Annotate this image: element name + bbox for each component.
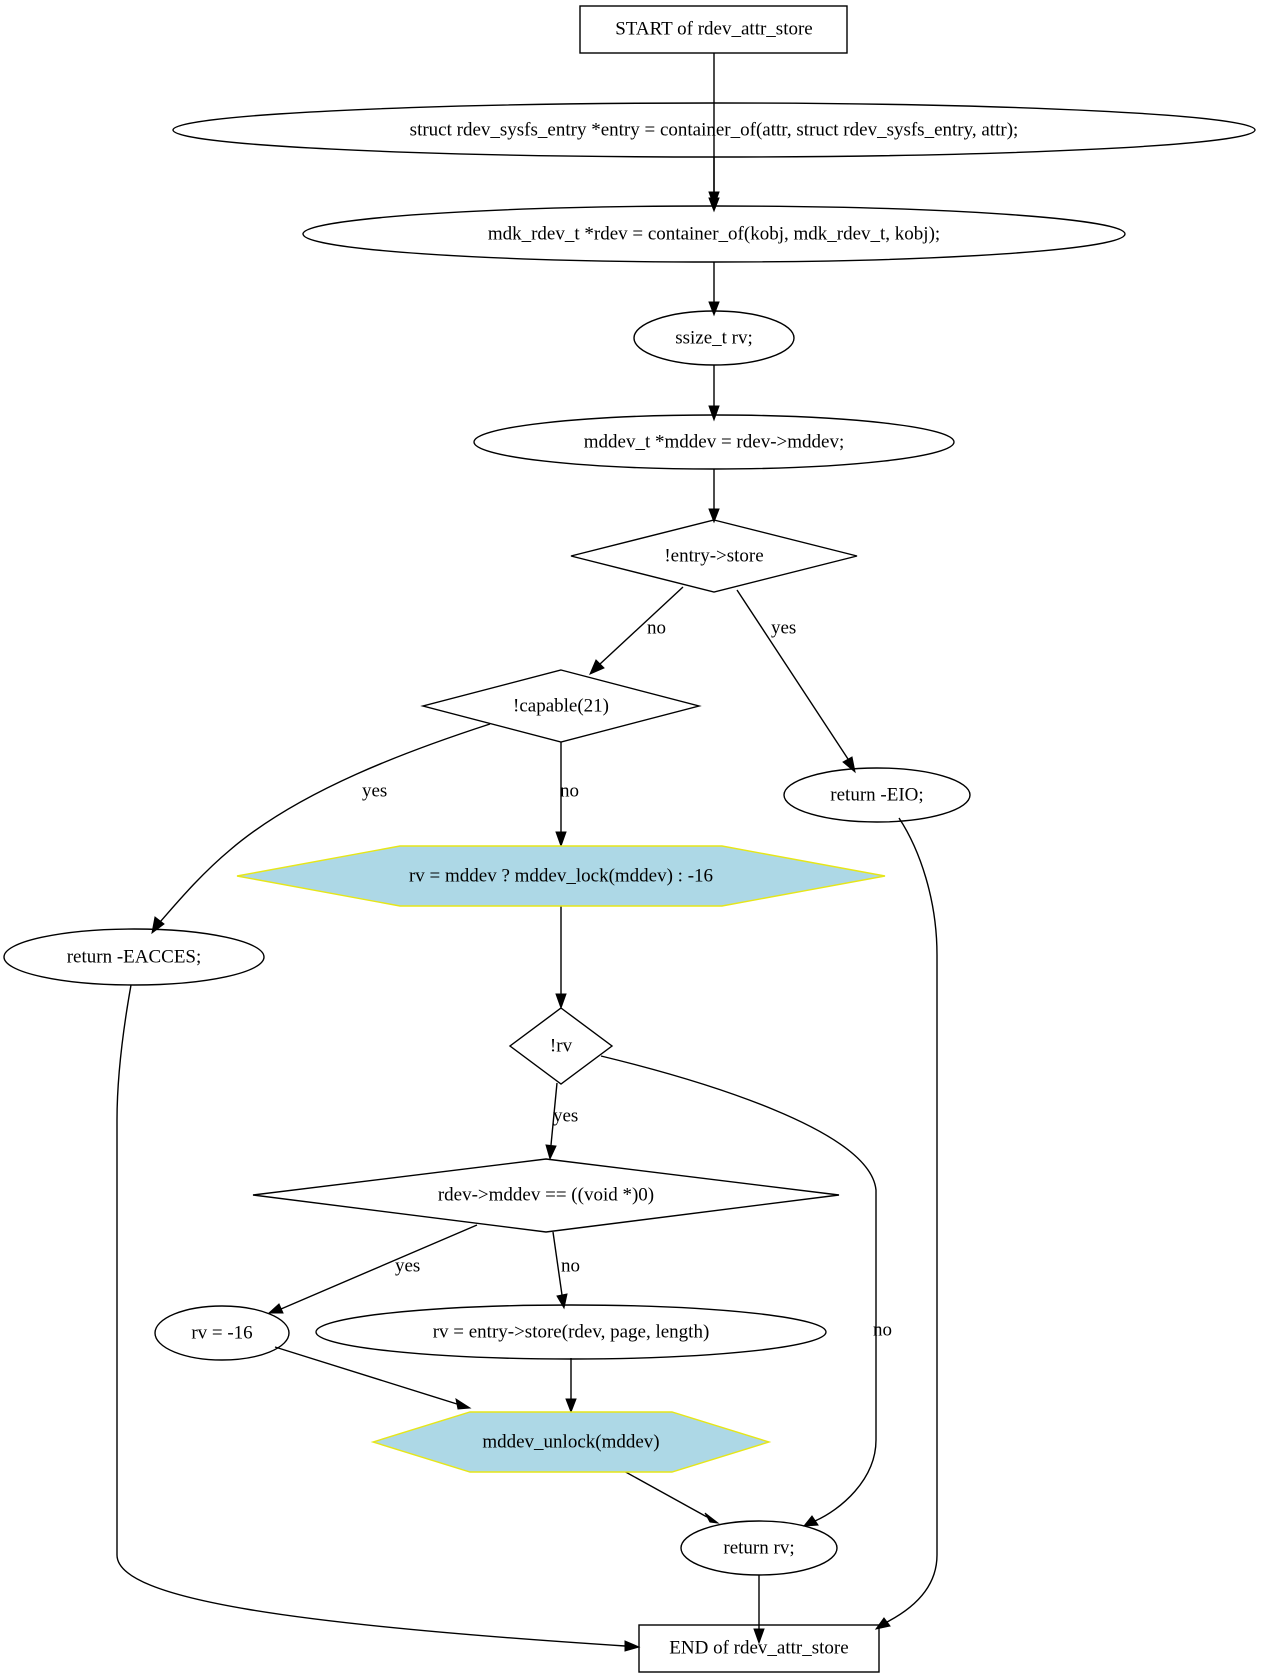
node-end[interactable]: END of rdev_attr_store (638, 1624, 880, 1673)
node-ret-rv-label: return rv; (723, 1538, 794, 1559)
edge-entry-to-rdev (708, 157, 720, 213)
node-ret-rv[interactable]: return rv; (680, 1520, 838, 1576)
node-rv-decl[interactable]: ssize_t rv; (633, 310, 795, 366)
node-cond-rv-label: !rv (550, 1036, 573, 1057)
edge-eio-to-end (874, 817, 938, 1630)
edge-mddev-to-store (708, 469, 720, 524)
node-unlock[interactable]: mddev_unlock(mddev) (370, 1411, 772, 1473)
edge-rdev-to-rv (708, 262, 720, 317)
node-cond-rv[interactable]: !rv (508, 1007, 614, 1085)
edge-label-null-no: no (561, 1256, 580, 1277)
edge-label-rv-no: no (873, 1320, 892, 1341)
node-mddev-decl[interactable]: mddev_t *mddev = rdev->mddev; (473, 414, 955, 470)
node-lock[interactable]: rv = mddev ? mddev_lock(mddev) : -16 (236, 845, 886, 907)
node-end-label: END of rdev_attr_store (669, 1638, 848, 1659)
edge-store-to-unlock (565, 1358, 577, 1414)
node-cond-null[interactable]: rdev->mddev == ((void *)0) (252, 1158, 840, 1233)
edge-labels: no yes yes no yes no yes no (362, 618, 892, 1341)
edge-label-null-yes: yes (395, 1256, 420, 1277)
node-start[interactable]: START of rdev_attr_store (579, 5, 848, 54)
edge-null-yes (267, 1224, 478, 1314)
node-rdev-decl[interactable]: mdk_rdev_t *rdev = container_of(kobj, md… (302, 205, 1126, 263)
node-entry-decl[interactable]: struct rdev_sysfs_entry *entry = contain… (172, 102, 1256, 158)
node-entry-decl-label: struct rdev_sysfs_entry *entry = contain… (410, 120, 1019, 141)
node-rv-decl-label: ssize_t rv; (675, 328, 753, 349)
node-ret-eio-label: return -EIO; (830, 785, 923, 806)
edge-label-store-yes: yes (771, 618, 796, 639)
edge-eacces-to-end (116, 984, 641, 1652)
node-ret-eacces[interactable]: return -EACCES; (3, 928, 265, 986)
edge-label-capable-yes: yes (362, 781, 387, 802)
node-cond-store-label: !entry->store (664, 546, 763, 567)
node-cond-capable-label: !capable(21) (513, 696, 609, 717)
node-lock-label: rv = mddev ? mddev_lock(mddev) : -16 (409, 866, 713, 887)
node-ret-eacces-label: return -EACCES; (67, 947, 202, 968)
node-cond-store[interactable]: !entry->store (570, 519, 858, 593)
edge-ret-to-end (753, 1575, 765, 1645)
edge-rv-yes (545, 1082, 558, 1161)
edge-store-no (589, 586, 684, 675)
node-start-label: START of rdev_attr_store (615, 19, 813, 40)
edge-label-store-no: no (647, 618, 666, 639)
node-rv-busy[interactable]: rv = -16 (154, 1305, 290, 1361)
edge-capable-no (555, 742, 567, 848)
node-cond-capable[interactable]: !capable(21) (420, 669, 702, 743)
edge-label-capable-no: no (560, 781, 579, 802)
edge-busy-to-unlock (274, 1346, 472, 1410)
node-ret-eio[interactable]: return -EIO; (783, 767, 971, 823)
node-rdev-decl-label: mdk_rdev_t *rdev = container_of(kobj, md… (488, 224, 940, 245)
node-unlock-label: mddev_unlock(mddev) (482, 1432, 659, 1453)
node-mddev-decl-label: mddev_t *mddev = rdev->mddev; (584, 432, 844, 453)
edge-lock-to-rv (555, 906, 567, 1010)
node-rv-store[interactable]: rv = entry->store(rdev, page, length) (315, 1304, 827, 1360)
node-rv-store-label: rv = entry->store(rdev, page, length) (433, 1322, 710, 1343)
edge-rv-no (600, 1055, 877, 1527)
edge-rv-to-mddev (708, 365, 720, 422)
edge-unlock-to-ret (621, 1469, 720, 1524)
node-cond-null-label: rdev->mddev == ((void *)0) (438, 1185, 654, 1206)
node-rv-busy-label: rv = -16 (191, 1323, 252, 1344)
nodes: START of rdev_attr_store struct rdev_sys… (3, 5, 1256, 1673)
edge-label-rv-yes: yes (553, 1106, 578, 1127)
